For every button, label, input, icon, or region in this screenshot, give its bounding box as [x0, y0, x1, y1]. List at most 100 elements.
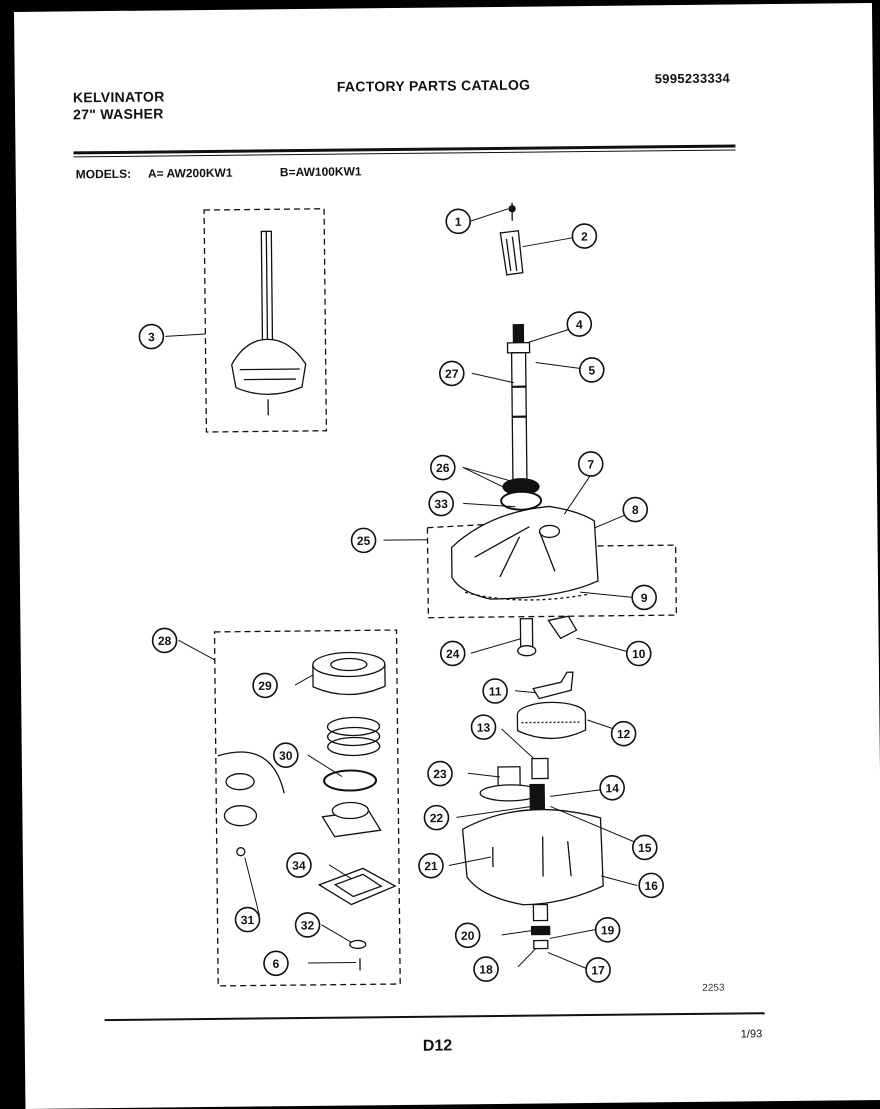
callout-circle — [429, 454, 456, 481]
callout-circle — [151, 627, 178, 654]
callout-label: 21 — [424, 859, 438, 873]
callout-label: 23 — [433, 767, 447, 781]
callout-23: 23 — [427, 760, 453, 787]
callout-24: 24 — [439, 640, 466, 667]
callout-label: 32 — [301, 918, 315, 932]
callout-circle — [578, 357, 605, 383]
page-code: D12 — [422, 1037, 453, 1055]
callout-26: 26 — [429, 454, 456, 481]
callout-33: 33 — [428, 490, 454, 517]
callout-22: 22 — [423, 804, 450, 831]
revision-date: 1/93 — [740, 1028, 763, 1041]
callout-circle — [482, 678, 508, 704]
callout-circle — [571, 223, 598, 249]
callout-circle — [418, 852, 444, 879]
callout-circle — [638, 872, 664, 899]
callout-label: 13 — [477, 721, 491, 735]
part-cam — [547, 615, 578, 640]
callout-19: 19 — [594, 917, 621, 943]
part-gear-case — [461, 808, 604, 950]
callout-circle — [577, 451, 604, 477]
part-pinion-stack — [479, 757, 549, 837]
drawing-number: 2253 — [702, 982, 725, 994]
part-transmission-assembly — [231, 230, 307, 416]
callout-label: 11 — [489, 684, 502, 698]
callout-circle — [439, 640, 466, 667]
callout-label: 15 — [638, 841, 652, 855]
callout-circle — [286, 852, 312, 878]
callout-circle — [445, 208, 472, 235]
callout-label: 19 — [601, 923, 615, 937]
part-seal-set — [312, 651, 397, 971]
callout-label: 6 — [273, 957, 280, 971]
callout-11: 11 — [482, 678, 508, 704]
callout-circle — [427, 760, 453, 787]
callout-label: 29 — [258, 679, 272, 693]
callout-label: 9 — [641, 591, 648, 605]
callout-6: 6 — [263, 950, 289, 977]
callout-1: 1 — [445, 208, 472, 235]
callout-29: 29 — [252, 672, 278, 699]
callout-21: 21 — [418, 852, 444, 879]
callout-8: 8 — [622, 496, 649, 523]
callout-label: 26 — [436, 461, 450, 475]
callout-label: 8 — [632, 503, 639, 517]
callout-circle — [470, 714, 497, 740]
callout-circle — [631, 834, 658, 861]
callout-label: 2 — [581, 230, 588, 244]
callout-circle — [594, 917, 621, 943]
callout-circle — [454, 922, 481, 949]
part-drive-shaft — [500, 324, 543, 511]
callout-16: 16 — [638, 872, 664, 899]
callout-circle — [423, 804, 450, 831]
part-retainer-clips — [217, 751, 285, 857]
callout-circle — [585, 957, 611, 983]
callout-label: 1 — [455, 215, 462, 229]
callout-3: 3 — [138, 323, 165, 350]
callout-circle — [599, 774, 625, 801]
callout-label: 27 — [445, 367, 459, 381]
callout-34: 34 — [286, 852, 312, 878]
part-large-gear — [516, 701, 587, 740]
callout-circle — [473, 956, 499, 982]
callout-circle — [622, 496, 649, 523]
callout-4: 4 — [566, 311, 593, 337]
callout-label: 25 — [357, 534, 371, 548]
callout-2: 2 — [571, 223, 598, 249]
callout-27: 27 — [439, 360, 465, 387]
callout-circle — [263, 950, 289, 977]
callout-30: 30 — [272, 742, 299, 768]
part-gear-case-cover — [450, 505, 599, 657]
callout-17: 17 — [585, 957, 611, 983]
callout-label: 7 — [587, 457, 594, 471]
callout-label: 5 — [588, 363, 595, 377]
callout-circle — [234, 906, 261, 933]
callout-circle — [439, 360, 465, 387]
leader-lines — [165, 208, 643, 971]
callout-circle — [428, 490, 454, 517]
exploded-parts-diagram: 1234527267338259282410291112133023142215… — [138, 202, 678, 987]
part-screw-and-cap — [499, 202, 524, 276]
assembly-box-28 — [213, 629, 401, 987]
callout-25: 25 — [350, 527, 377, 554]
callout-32: 32 — [294, 912, 321, 938]
callout-15: 15 — [631, 834, 658, 861]
callout-circle — [631, 584, 657, 611]
callout-label: 18 — [479, 963, 493, 977]
callout-18: 18 — [473, 956, 499, 982]
callout-13: 13 — [470, 714, 497, 740]
part-crank — [532, 671, 574, 700]
callout-circle — [272, 742, 299, 768]
callout-label: 16 — [644, 879, 658, 893]
callout-label: 33 — [434, 497, 448, 511]
callout-label: 10 — [632, 647, 646, 661]
callout-label: 24 — [446, 647, 460, 661]
callout-circle — [625, 640, 652, 667]
callout-label: 17 — [591, 963, 605, 977]
callout-7: 7 — [577, 451, 604, 477]
assembly-box-25 — [426, 527, 678, 619]
callout-label: 22 — [430, 811, 444, 825]
callout-label: 20 — [461, 929, 475, 943]
callout-label: 28 — [158, 634, 172, 648]
